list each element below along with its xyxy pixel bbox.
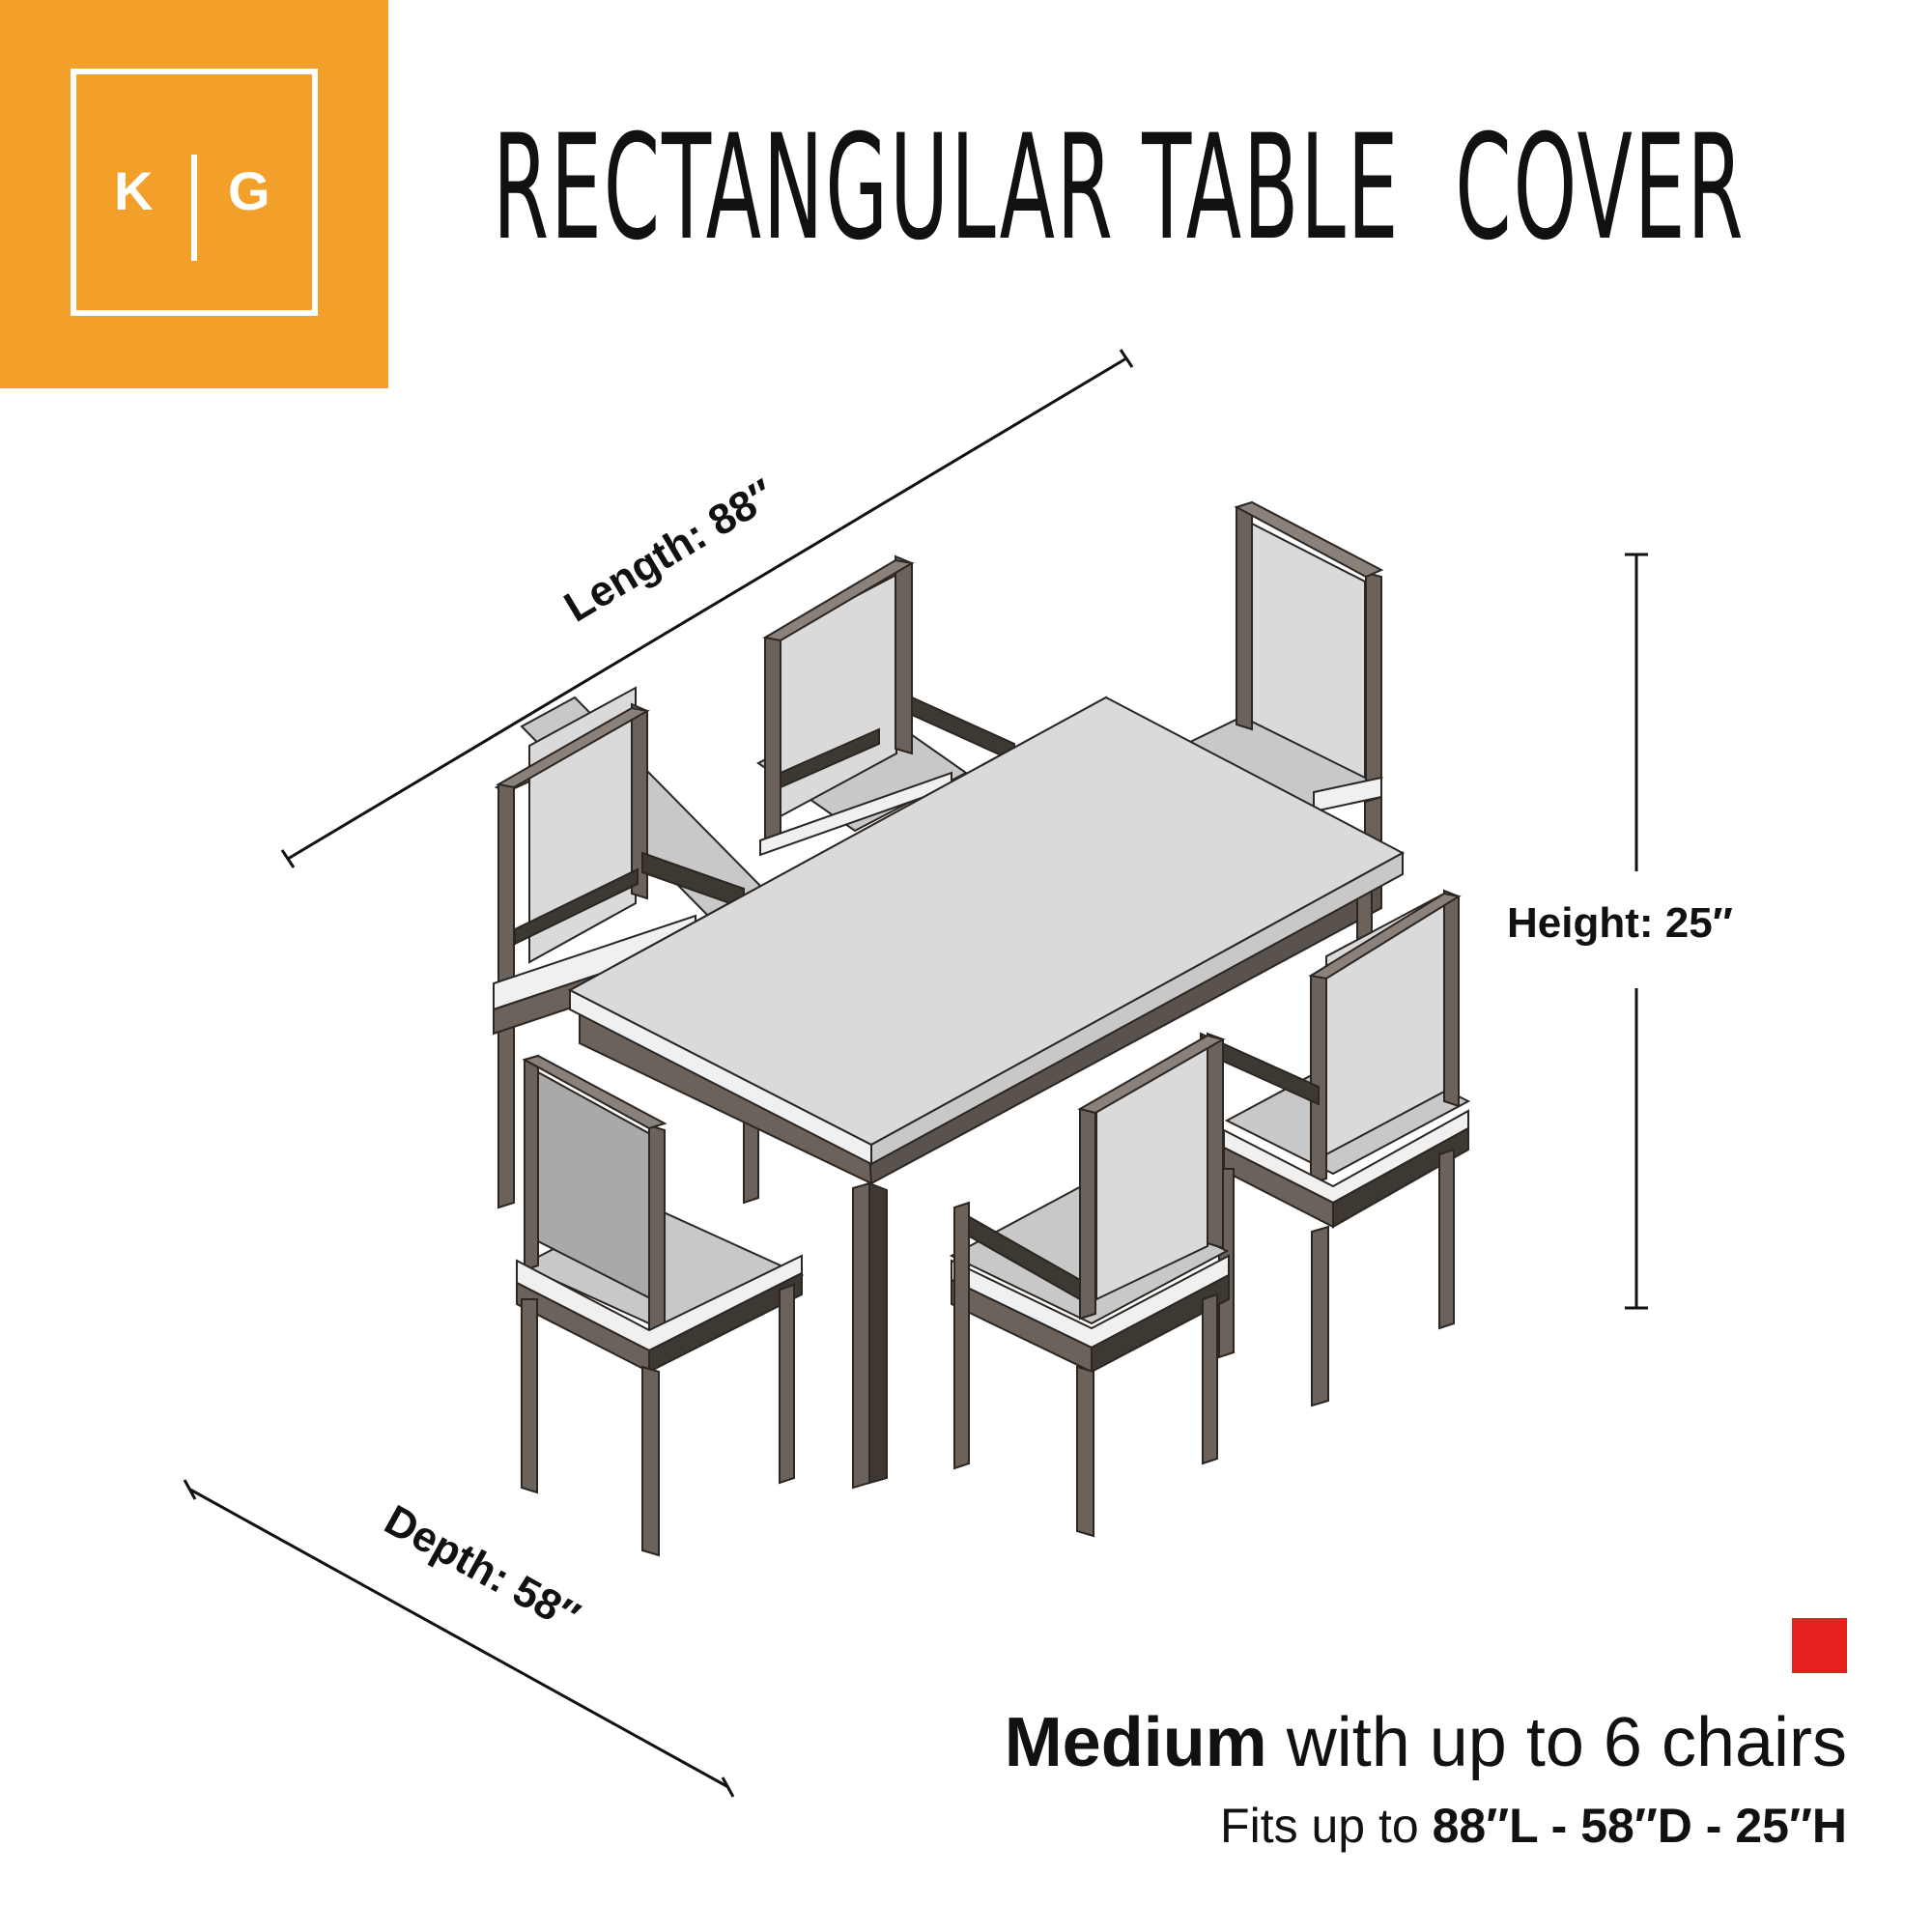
chair-back-right — [1183, 500, 1384, 847]
height-dimension-line — [1625, 553, 1648, 1310]
brand-logo: K G — [0, 0, 388, 388]
fit-dimensions: Fits up to 88″L - 58″D - 25″H — [1220, 1802, 1847, 1850]
page-title: RECTANGULAR TABLE COVER — [493, 104, 1746, 272]
depth-dimension-line — [183, 1479, 735, 1798]
size-desc: with up to 6 chairs — [1266, 1704, 1847, 1781]
logo-divider — [191, 155, 197, 261]
logo-letter-k: K — [114, 160, 154, 221]
height-label: Height: 25″ — [1507, 899, 1733, 947]
chair-back-middle — [756, 554, 1015, 857]
depth-label: Depth: 58″ — [377, 1496, 587, 1641]
chair-front-left — [516, 1054, 805, 1557]
logo-letter-g: G — [228, 160, 270, 221]
size-description: Medium with up to 6 chairs — [1005, 1708, 1847, 1777]
table — [567, 696, 1406, 1490]
fits-prefix: Fits up to — [1220, 1799, 1433, 1853]
length-dimension-line — [280, 349, 1134, 868]
logo-frame — [71, 69, 318, 316]
size-color-badge — [1792, 1618, 1847, 1673]
chair-front-middle — [949, 1032, 1230, 1538]
fits-value: 88″L - 58″D - 25″H — [1432, 1799, 1847, 1853]
length-label: Length: 88″ — [556, 470, 782, 632]
size-name: Medium — [1004, 1704, 1267, 1781]
